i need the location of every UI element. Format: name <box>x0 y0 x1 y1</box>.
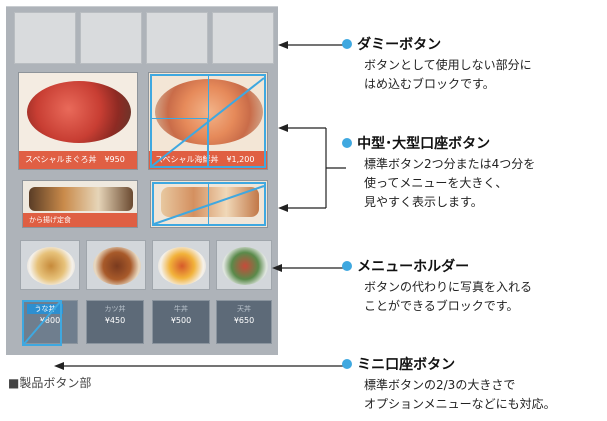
mini-button-title: カツ丼 <box>104 305 126 313</box>
mini-button-title: 天丼 <box>237 305 251 313</box>
bullet-dot <box>342 359 352 369</box>
callout-holder: メニューホルダー ボタンの代わりに写真を入れる ことができるブロックです。 <box>342 256 604 316</box>
arrow-large <box>278 124 288 132</box>
callout-title: メニューホルダー <box>357 259 470 275</box>
mini-button-title: 牛丼 <box>174 305 188 313</box>
set-meal-photo <box>29 187 133 211</box>
callout-title: 中型･大型口座ボタン <box>357 136 491 152</box>
dummy-button <box>146 12 208 64</box>
callout-dummy: ダミーボタン ボタンとして使用しない部分に はめ込むブロックです。 <box>342 34 602 94</box>
bullet-dot <box>342 39 352 49</box>
callout-line: ことができるブロックです。 <box>364 299 519 313</box>
large-button-seafood-bowl[interactable]: スペシャル海鮮丼 ¥1,200 <box>148 72 268 170</box>
callout-line: ボタンとして使用しない部分に <box>364 58 532 72</box>
curry-dish-photo <box>27 247 75 285</box>
mid-button-set-meal[interactable]: から揚げ定食 <box>22 180 138 228</box>
tuna-bowl-photo <box>27 81 131 143</box>
seafood-bowl-photo <box>155 79 263 145</box>
mini-button-gyudon[interactable]: 牛丼 ¥500 <box>152 300 210 344</box>
bullet-dot <box>342 138 352 148</box>
callout-line: はめ込むブロックです。 <box>364 77 495 91</box>
menu-holder <box>20 240 80 290</box>
mini-button-price: ¥450 <box>104 316 126 325</box>
menu-holder <box>216 240 272 290</box>
mini-button-diagonal <box>23 301 61 345</box>
salad-dish-photo <box>222 247 268 285</box>
arrow-mid <box>278 204 288 212</box>
large-button-diagonal <box>151 77 265 167</box>
arrow-holder <box>272 264 282 272</box>
dummy-button <box>14 12 76 64</box>
arrow-mini <box>54 362 64 370</box>
callout-line: 標準ボタン2つ分または4つ分を <box>364 157 536 171</box>
callout-title: ミニ口座ボタン <box>357 357 456 373</box>
callout-line: ボタンの代わりに写真を入れる <box>364 280 533 294</box>
mini-button-price: ¥650 <box>233 316 255 325</box>
menu-holder <box>152 240 210 290</box>
callout-line: 使ってメニューを大きく、 <box>364 176 508 190</box>
dummy-button <box>212 12 274 64</box>
mid-button-label: から揚げ定食 <box>23 213 137 227</box>
large-button-label: スペシャルまぐろ丼 ¥950 <box>19 151 137 169</box>
katsu-dish-photo <box>93 247 141 285</box>
plate-photo <box>161 187 259 217</box>
omelette-dish-photo <box>158 247 206 285</box>
mini-button-price: ¥500 <box>170 316 192 325</box>
dummy-button <box>80 12 142 64</box>
arrow-dummy <box>278 41 288 49</box>
callout-large: 中型･大型口座ボタン 標準ボタン2つ分または4つ分を 使ってメニューを大きく、 … <box>342 133 604 212</box>
panel-caption: ■製品ボタン部 <box>8 376 92 390</box>
bullet-dot <box>342 261 352 271</box>
callout-mini: ミニ口座ボタン 標準ボタンの2/3の大きさで オプションメニューなどにも対応。 <box>342 354 604 414</box>
callout-line: 見やすく表示します。 <box>364 195 483 209</box>
callout-title: ダミーボタン <box>357 37 442 53</box>
mini-button-title: うな丼 <box>27 304 63 314</box>
mid-button-diagonal <box>153 185 265 225</box>
large-button-tuna-bowl[interactable]: スペシャルまぐろ丼 ¥950 <box>18 72 138 170</box>
mini-button-tendon[interactable]: 天丼 ¥650 <box>216 300 272 344</box>
mini-button-katsudon[interactable]: カツ丼 ¥450 <box>86 300 144 344</box>
callout-line: 標準ボタンの2/3の大きさで <box>364 378 516 392</box>
mini-button-price: ¥800 <box>39 316 61 325</box>
callout-line: オプションメニューなどにも対応。 <box>364 397 556 411</box>
menu-holder <box>86 240 146 290</box>
